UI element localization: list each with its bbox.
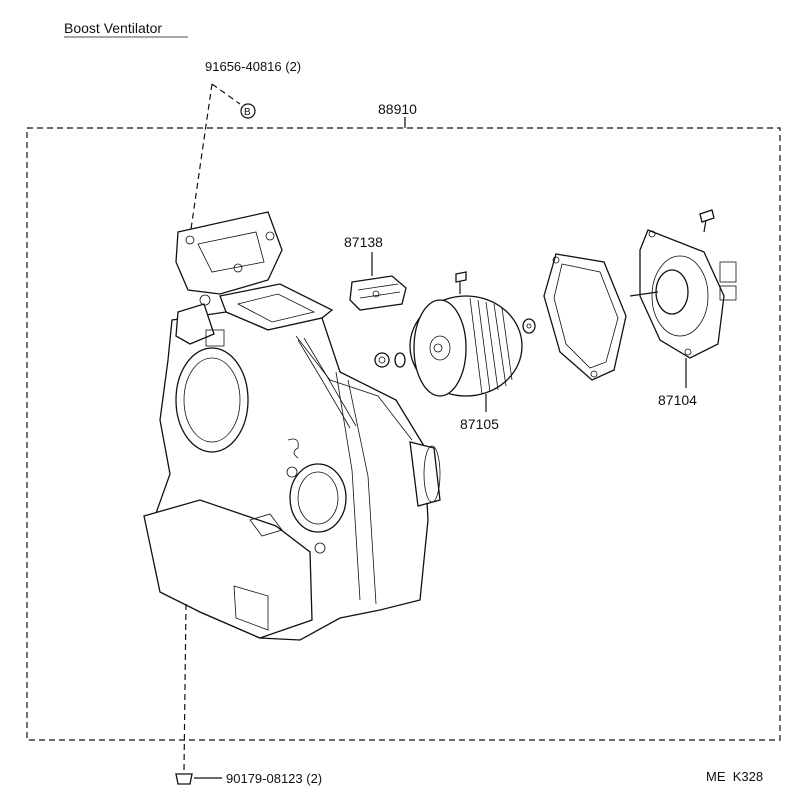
motor-label: 87104	[658, 392, 697, 408]
motor-part	[629, 229, 737, 359]
resistor-label: 87138	[344, 234, 383, 250]
clip-bottom-label: 90179-08123 (2)	[226, 771, 322, 786]
diagram-title: Boost Ventilator	[64, 20, 162, 36]
blower-housing	[143, 211, 441, 641]
screw-top-leader	[189, 83, 241, 237]
motor-gasket	[543, 253, 627, 381]
screw-top-marker: B	[240, 103, 256, 119]
assembly-outline	[26, 127, 781, 741]
assembly-part-label: 88910	[378, 101, 417, 117]
fan-washer	[522, 318, 536, 334]
clip-bottom-leader	[183, 603, 187, 771]
diagram-code: ME K328	[706, 769, 763, 784]
motor-screw	[699, 209, 715, 233]
fan-screw	[455, 271, 467, 294]
fan-part	[409, 295, 523, 397]
resistor-part	[349, 275, 407, 311]
fan-nut	[374, 352, 406, 368]
fan-label: 87105	[460, 416, 499, 432]
marker-letter: B	[244, 107, 251, 118]
clip-bottom-icon	[175, 773, 193, 785]
screw-top-label: 91656-40816 (2)	[205, 59, 301, 74]
